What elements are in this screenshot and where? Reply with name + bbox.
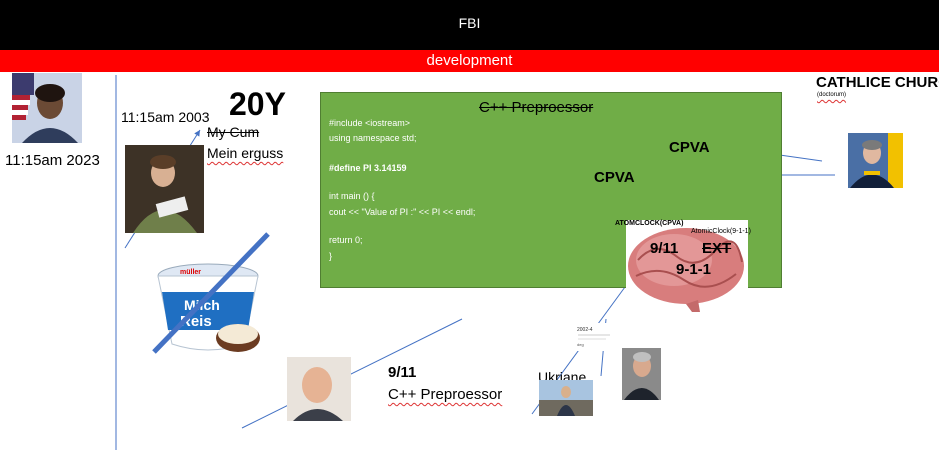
- code-title: C++ Preproessor: [479, 99, 594, 116]
- mini-chart-graphic: 2002-4 deg: [577, 327, 610, 347]
- milchreis-image: müller Milch Reis: [157, 263, 260, 352]
- cpva-label-2: CPVA: [594, 169, 635, 186]
- portrait-king: [848, 133, 903, 188]
- brain-graphic: [628, 228, 744, 312]
- product-brand: müller: [180, 269, 201, 276]
- portrait-gray-man-image: [622, 348, 661, 400]
- struck-line-1: My Cum: [207, 124, 260, 140]
- portrait-woman: [12, 73, 82, 143]
- code-line-cout: cout << "Value of PI :" << PI << endl;: [329, 207, 476, 217]
- mid-timestamp: 11:15am 2003: [121, 109, 210, 125]
- atomclock-label-1: ATOMCLOCK(CPVA): [615, 220, 684, 227]
- church-subtitle: (doctorum): [817, 92, 847, 98]
- code-panel: C++ Preproessor #include <iostream> usin…: [320, 92, 782, 288]
- code-line: int main () {: [329, 191, 375, 201]
- code-line: #include <iostream>: [329, 118, 411, 128]
- atomclock-label-2: AtomicClock(9-1-1): [691, 228, 751, 235]
- strike-through-slash: [152, 232, 270, 354]
- brain-911-label: 9/11: [650, 240, 679, 257]
- mini-chart-sub: deg: [577, 342, 584, 347]
- banner-label: development: [426, 52, 513, 69]
- portrait-bald-man: [287, 357, 351, 421]
- bottom-911-label: 9/11: [388, 364, 417, 381]
- bottom-preprocessor-label: C++ Preproessor: [388, 386, 503, 403]
- portrait-woman-image: [12, 73, 78, 143]
- big-label-20y: 20Y: [229, 86, 286, 122]
- portrait-king-image: [848, 133, 903, 188]
- photo-ukraine-person: [539, 380, 593, 416]
- portrait-man-reading: [125, 145, 204, 233]
- header-bar: FBI: [0, 0, 939, 50]
- milchreis-product: müller Milch Reis: [150, 258, 268, 358]
- portrait-gray-man: [622, 348, 661, 400]
- brain-ext-label: EXT: [702, 240, 732, 257]
- header-title: FBI: [458, 15, 481, 31]
- brain-911b-label: 9-1-1: [676, 261, 712, 278]
- code-line: using namespace std;: [329, 133, 417, 143]
- mini-chart-label: 2002-4: [577, 327, 593, 333]
- brain-image: [626, 220, 748, 312]
- code-line: }: [329, 251, 333, 261]
- church-title: CATHLICE CHURCH: [816, 74, 939, 91]
- portrait-bald-man-image: [287, 357, 351, 421]
- line-bottom-left: [241, 318, 463, 429]
- struck-line-2: Mein erguss: [207, 145, 284, 161]
- code-line-define: #define PI 3.14159: [329, 163, 407, 173]
- mini-chart: 2002-4 deg: [576, 323, 612, 351]
- photo-ukraine-image: [539, 380, 593, 416]
- left-timestamp: 11:15am 2023: [5, 152, 100, 169]
- portrait-man-reading-image: [125, 145, 204, 233]
- cpva-label-1: CPVA: [669, 139, 710, 156]
- code-line: return 0;: [329, 235, 363, 245]
- banner-bar: development: [0, 50, 939, 72]
